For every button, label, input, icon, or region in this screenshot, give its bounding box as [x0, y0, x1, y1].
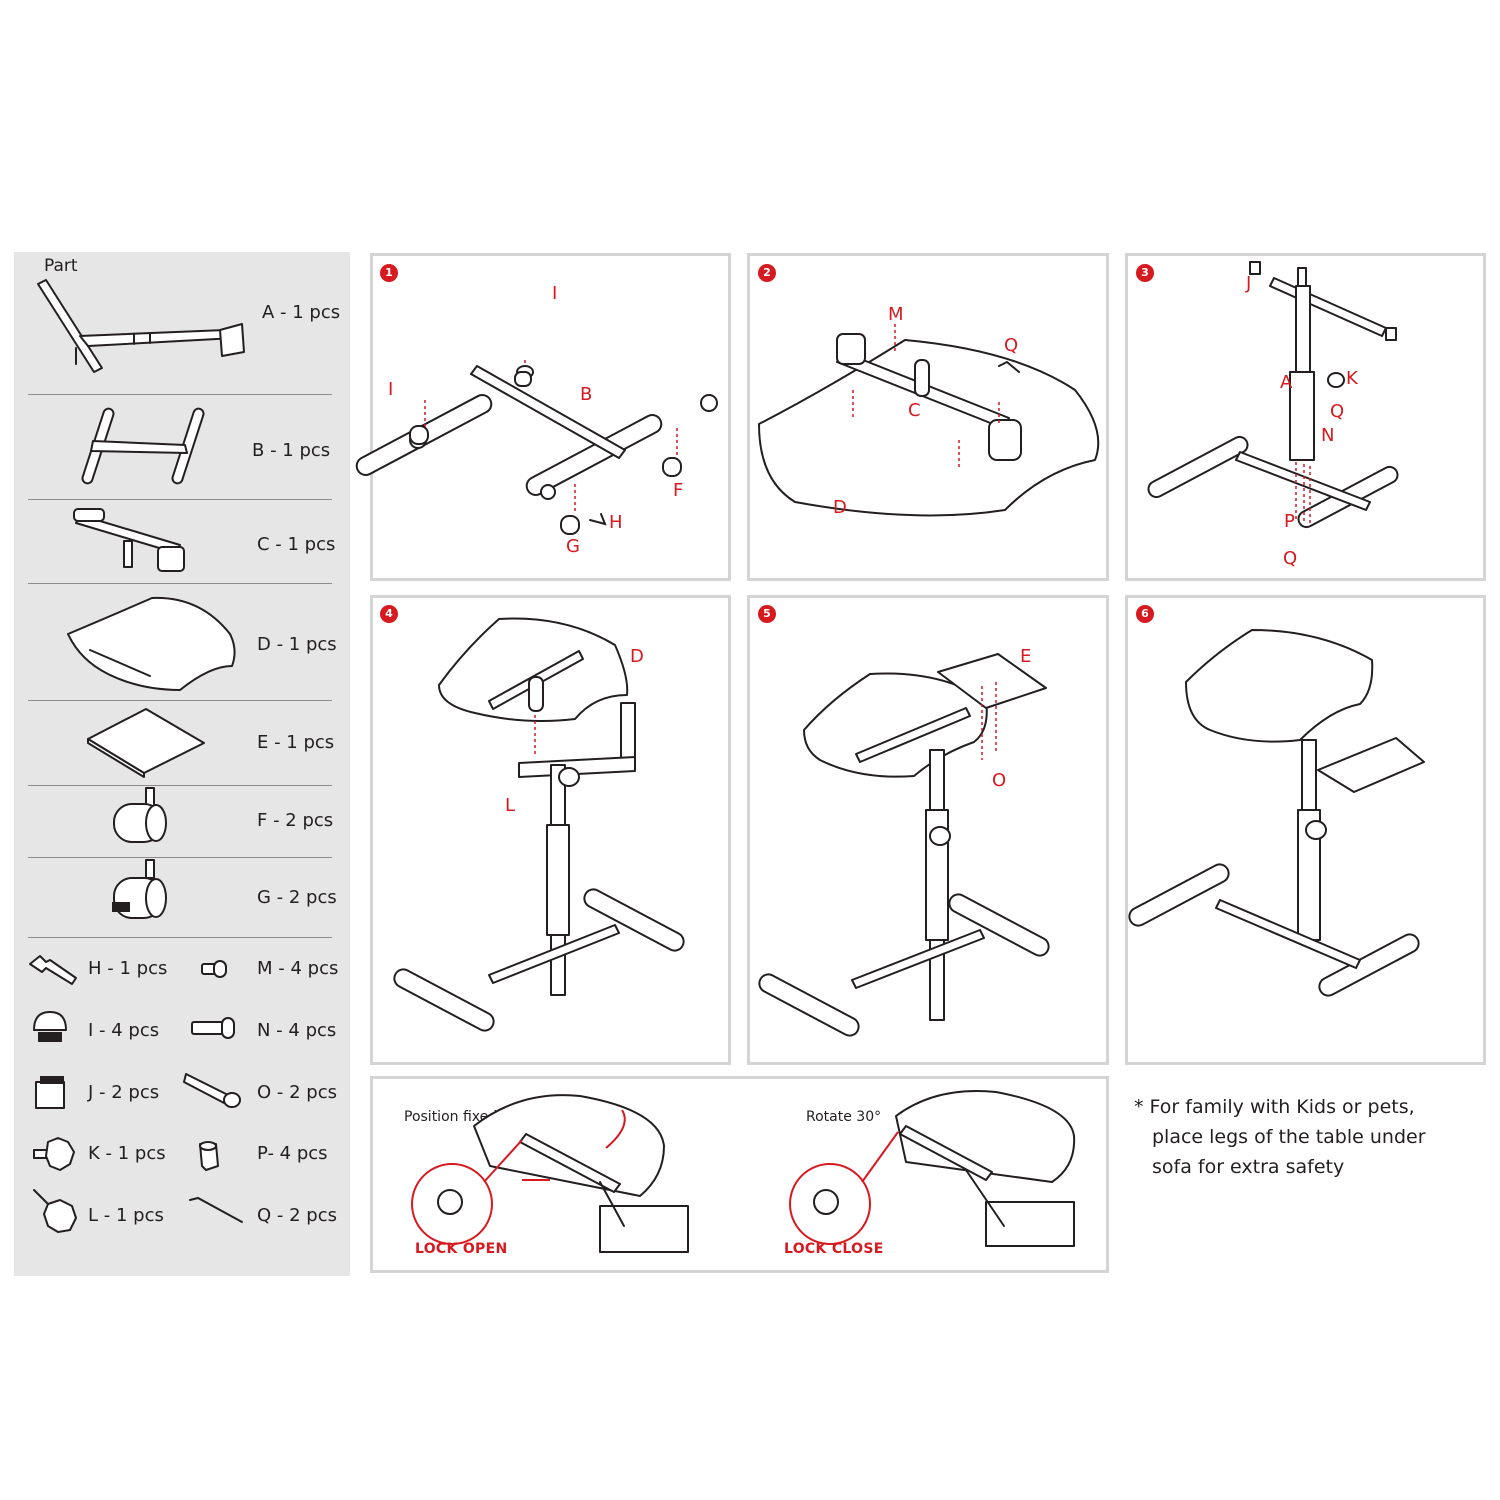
part-q-label: Q - 2 pcs — [257, 1205, 337, 1226]
step-2-label-m: M — [888, 304, 904, 325]
step-5-drawing — [758, 653, 1050, 1037]
lock-open-drawing — [411, 1094, 689, 1253]
step-4-drawing — [393, 617, 685, 1032]
part-g-drawing — [112, 859, 167, 919]
screw-m-icon — [201, 960, 227, 978]
step-2-drawing — [758, 324, 1100, 517]
step-4-badge: 4 — [380, 605, 398, 623]
separator — [28, 700, 332, 701]
step-3-label-q-top: Q — [1330, 401, 1345, 422]
part-f-label: F - 2 pcs — [257, 810, 334, 831]
lock-open-caption: Position fixed — [404, 1109, 498, 1125]
step-1-label-b: B — [580, 384, 593, 405]
step-2-label-q: Q — [1004, 335, 1019, 356]
part-d-label: D - 1 pcs — [257, 634, 337, 655]
step-1-label-g: G — [566, 536, 580, 557]
safety-note-line-2: place legs of the table under — [1152, 1126, 1426, 1148]
part-h-label: H - 1 pcs — [88, 958, 168, 979]
step-5-label-o: O — [992, 770, 1007, 791]
safety-note-line-3: sofa for extra safety — [1152, 1156, 1345, 1178]
step-3-badge: 3 — [1136, 264, 1154, 282]
wrench-icon — [29, 955, 77, 985]
step-1-badge: 1 — [380, 264, 398, 282]
separator — [28, 785, 332, 786]
part-d-drawing — [67, 596, 236, 691]
bushing-p-icon — [199, 1141, 219, 1171]
step-1-label-f: F — [673, 480, 684, 501]
step-3-label-a: A — [1280, 372, 1293, 393]
allen-key-q-icon — [189, 1196, 243, 1223]
step-4-label-l: L — [505, 795, 516, 816]
separator — [28, 499, 332, 500]
knob-k-icon — [33, 1137, 75, 1171]
step-5-badge: 5 — [758, 605, 776, 623]
separator — [28, 857, 332, 858]
step-3-label-n: N — [1321, 425, 1335, 446]
part-b-label: B - 1 pcs — [252, 440, 331, 461]
part-l-label: L - 1 pcs — [88, 1205, 164, 1226]
lock-open-label: LOCK OPEN — [415, 1241, 508, 1257]
part-b-drawing — [81, 407, 205, 485]
lock-close-caption: Rotate 30° — [806, 1109, 882, 1125]
step-6-drawing — [1128, 629, 1425, 997]
part-c-drawing — [73, 508, 185, 572]
step-1-label-i-top: I — [552, 283, 558, 304]
part-a-drawing — [37, 279, 245, 373]
step-4-label-d: D — [630, 646, 644, 667]
part-e-label: E - 1 pcs — [257, 732, 335, 753]
part-c-label: C - 1 pcs — [257, 534, 336, 555]
part-j-label: J - 2 pcs — [88, 1082, 160, 1103]
safety-note-line-1: * For family with Kids or pets, — [1134, 1096, 1415, 1118]
step-2-label-d: D — [833, 497, 847, 518]
bolt-n-icon — [191, 1017, 235, 1039]
step-2-badge: 2 — [758, 264, 776, 282]
parts-panel — [14, 252, 350, 1276]
separator — [28, 394, 332, 395]
square-cap-j-icon — [35, 1076, 65, 1109]
part-g-label: G - 2 pcs — [257, 887, 337, 908]
part-n-label: N - 4 pcs — [257, 1020, 337, 1041]
step-1-label-h: H — [609, 512, 623, 533]
part-m-label: M - 4 pcs — [257, 958, 339, 979]
step-3-label-q-bottom: Q — [1283, 548, 1298, 569]
end-cap-i-icon — [33, 1011, 67, 1042]
lock-close-drawing — [789, 1090, 1076, 1247]
part-o-label: O - 2 pcs — [257, 1082, 337, 1103]
step-1-label-i-left: I — [388, 379, 394, 400]
part-a-label: A - 1 pcs — [262, 302, 341, 323]
step-3-label-p: P — [1284, 511, 1295, 532]
knob-l-icon — [33, 1189, 77, 1233]
part-f-drawing — [113, 787, 167, 843]
lock-close-label: LOCK CLOSE — [784, 1241, 884, 1257]
step-3-label-k: K — [1346, 368, 1358, 389]
part-e-drawing — [87, 708, 205, 778]
step-3-label-j: J — [1246, 273, 1252, 294]
part-i-label: I - 4 pcs — [88, 1020, 160, 1041]
bolt-o-icon — [183, 1073, 241, 1108]
parts-title: Part — [44, 256, 78, 276]
step-2-label-c: C — [908, 400, 921, 421]
step-3-drawing — [1147, 261, 1399, 529]
step-1-drawing — [355, 360, 718, 535]
step-5-label-e: E — [1020, 646, 1032, 667]
part-k-label: K - 1 pcs — [88, 1143, 166, 1164]
separator — [28, 937, 332, 938]
step-6-badge: 6 — [1136, 605, 1154, 623]
separator — [28, 583, 332, 584]
part-p-label: P- 4 pcs — [257, 1143, 328, 1164]
